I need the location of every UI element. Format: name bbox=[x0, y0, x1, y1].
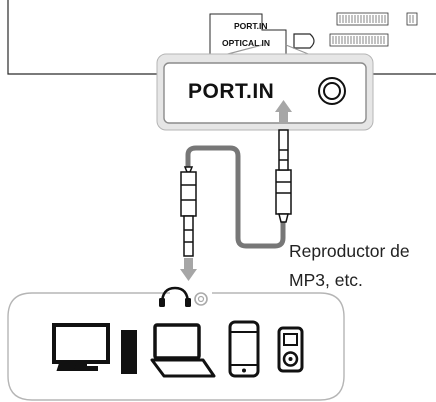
player-label-line1: Reproductor de bbox=[289, 241, 410, 261]
source-devices-box bbox=[7, 286, 345, 401]
audio-plug-left bbox=[180, 166, 197, 257]
smartphone-icon bbox=[228, 320, 260, 378]
insert-arrow-up bbox=[275, 100, 292, 124]
device-port-in-label: PORT.IN bbox=[234, 21, 268, 31]
insert-arrow-down bbox=[180, 258, 197, 281]
port-in-callout bbox=[156, 53, 374, 131]
optical-port bbox=[293, 33, 315, 49]
player-label-line2: MP3, etc. bbox=[289, 270, 363, 290]
audio-cable bbox=[185, 145, 286, 249]
tv-icon bbox=[52, 323, 137, 374]
headphone-icon bbox=[160, 286, 190, 305]
laptop-icon bbox=[56, 323, 216, 378]
headphone-jack-icon bbox=[194, 292, 208, 306]
device-optical-in-label: OPTICAL IN bbox=[222, 38, 271, 48]
player-label: Reproductor de MP3, etc. bbox=[289, 237, 436, 295]
jack-socket-icon bbox=[318, 77, 346, 105]
vent-grille bbox=[329, 12, 418, 47]
callout-port-in-label: PORT.IN bbox=[188, 80, 275, 103]
mp3-player-icon bbox=[277, 326, 304, 373]
audio-plug-right bbox=[275, 129, 292, 223]
